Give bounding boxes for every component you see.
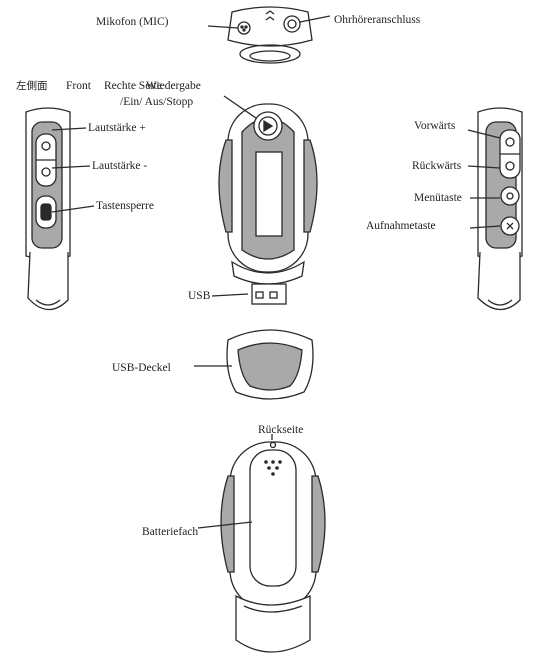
volume-down-label: Lautstärke - bbox=[92, 160, 148, 172]
key-lock-label: Tastensperre bbox=[96, 200, 154, 212]
mic-hole-icon bbox=[237, 21, 251, 35]
power-label: /Ein/ Aus/Stopp bbox=[120, 96, 194, 108]
backward-label: Rückwärts bbox=[412, 160, 462, 172]
volume-up-button-icon bbox=[41, 141, 51, 151]
forward-label: Vorwärts bbox=[414, 120, 456, 132]
menu-label: Menütaste bbox=[414, 192, 462, 204]
battery-compartment-cover bbox=[249, 449, 297, 587]
battery-compartment-label: Batteriefach bbox=[142, 526, 199, 538]
front-view-label: Front bbox=[66, 80, 91, 92]
usb-cap-label: USB-Deckel bbox=[112, 362, 171, 374]
top-view bbox=[207, 6, 331, 64]
backward-button-icon bbox=[505, 161, 515, 171]
back-view bbox=[197, 434, 326, 653]
front-view bbox=[211, 95, 318, 305]
menu-button-icon bbox=[500, 186, 520, 206]
right-side-view bbox=[467, 107, 523, 311]
forward-button-icon bbox=[505, 137, 515, 147]
key-lock-switch-icon bbox=[40, 203, 52, 221]
mic-label: Mikofon (MIC) bbox=[96, 16, 169, 28]
volume-up-label: Lautstärke + bbox=[88, 122, 146, 134]
left-side-view-label: 左側面 bbox=[16, 80, 48, 92]
right-side-view-label: Rechte Seite bbox=[104, 80, 162, 92]
volume-down-button-icon bbox=[41, 167, 51, 177]
back-view-label: Rückseite bbox=[258, 424, 304, 436]
headphone-jack-icon bbox=[283, 15, 301, 33]
record-label: Aufnahmetaste bbox=[366, 220, 436, 232]
grip-dots-icon bbox=[264, 460, 282, 476]
left-side-view bbox=[25, 107, 95, 311]
headphone-jack-label: Ohrhöreranschluss bbox=[334, 14, 421, 26]
display-screen bbox=[255, 151, 283, 237]
usb-label: USB bbox=[188, 290, 211, 302]
usb-cap-view bbox=[194, 329, 314, 400]
usb-plug-icon bbox=[251, 283, 287, 305]
play-label: Wiedergabe bbox=[146, 80, 201, 92]
